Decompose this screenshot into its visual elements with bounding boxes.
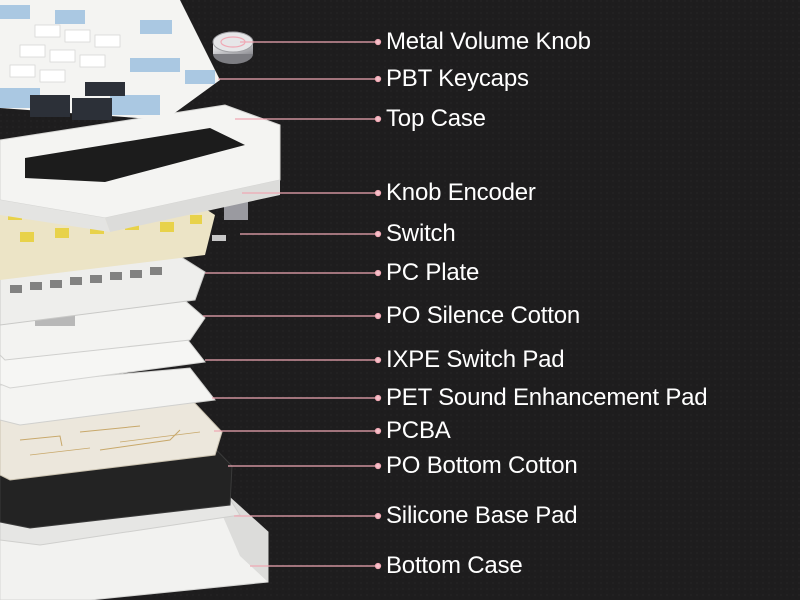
keycaps-layer bbox=[0, 0, 220, 120]
leader-dot-pet-sound-enhancement-pad bbox=[374, 394, 382, 402]
leader-dot-po-bottom-cotton bbox=[374, 462, 382, 470]
leader-lines bbox=[203, 38, 382, 570]
label-ixpe-switch-pad: IXPE Switch Pad bbox=[386, 346, 565, 373]
label-switch: Switch bbox=[386, 220, 456, 247]
label-pcba: PCBA bbox=[386, 417, 451, 444]
label-metal-volume-knob: Metal Volume Knob bbox=[386, 28, 591, 55]
leader-dot-pcba bbox=[374, 427, 382, 435]
label-pbt-keycaps: PBT Keycaps bbox=[386, 65, 529, 92]
leader-dot-pbt-keycaps bbox=[374, 75, 382, 83]
label-pet-sound-enhancement-pad: PET Sound Enhancement Pad bbox=[386, 384, 708, 411]
top-case-layer bbox=[0, 104, 281, 232]
leader-dot-pc-plate bbox=[374, 269, 382, 277]
leader-dot-bottom-case bbox=[374, 562, 382, 570]
label-bottom-case: Bottom Case bbox=[386, 552, 523, 579]
leader-dot-metal-volume-knob bbox=[374, 38, 382, 46]
label-silicone-base-pad: Silicone Base Pad bbox=[386, 502, 578, 529]
label-top-case: Top Case bbox=[386, 105, 486, 132]
label-po-silence-cotton: PO Silence Cotton bbox=[386, 302, 581, 329]
leader-dot-ixpe-switch-pad bbox=[374, 356, 382, 364]
label-knob-encoder: Knob Encoder bbox=[386, 179, 536, 206]
leader-dot-po-silence-cotton bbox=[374, 312, 382, 320]
leader-dot-top-case bbox=[374, 115, 382, 123]
leader-dot-switch bbox=[374, 230, 382, 238]
metal-volume-knob-part bbox=[212, 31, 254, 64]
label-po-bottom-cotton: PO Bottom Cotton bbox=[386, 452, 578, 479]
leader-dot-knob-encoder bbox=[374, 189, 382, 197]
label-pc-plate: PC Plate bbox=[386, 259, 480, 286]
leader-dot-silicone-base-pad bbox=[374, 512, 382, 520]
